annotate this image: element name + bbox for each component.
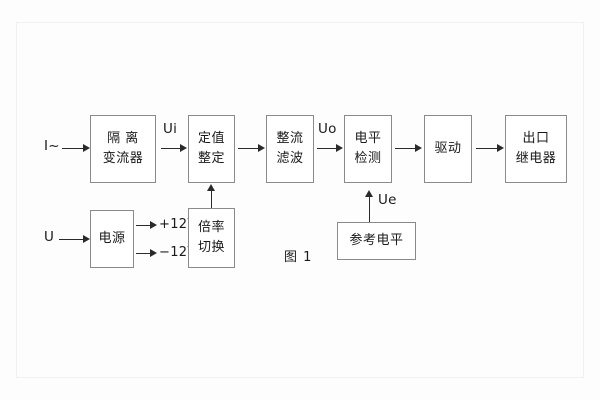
- block-level-detection: 电平 检测: [344, 115, 392, 183]
- block-isolation-transformer: 隔 离 变流器: [90, 115, 156, 183]
- signal-label-uo: Uo: [318, 121, 337, 137]
- signal-label-ue: Ue: [378, 192, 397, 208]
- block-setting-line1: 定值: [197, 130, 225, 146]
- arrowhead-driver-to-relay: [497, 143, 504, 152]
- arrowhead-setting-to-rectifier: [258, 143, 265, 152]
- input-label-current: I~: [44, 138, 60, 154]
- block-output-relay-line1: 出口: [522, 130, 550, 146]
- block-reference-level: 参考电平: [337, 222, 416, 260]
- connector-voltage-input-line: [59, 239, 83, 240]
- block-driver: 驱动: [424, 115, 472, 183]
- block-multiplier-switch: 倍率 切换: [188, 208, 235, 268]
- rail-label-positive: +12V: [159, 217, 197, 232]
- block-setting-line2: 整定: [197, 151, 225, 166]
- arrowhead-uo: [336, 143, 343, 152]
- connector-driver-to-relay: [476, 148, 497, 149]
- block-multiplier-line1: 倍率: [197, 219, 225, 235]
- arrowhead-ui: [180, 143, 187, 152]
- connector-rail-positive-line: [136, 225, 150, 226]
- block-isolation-line2: 变流器: [102, 151, 144, 166]
- block-rectifier-line2: 滤波: [276, 151, 304, 166]
- block-output-relay: 出口 继电器: [505, 115, 567, 183]
- input-label-voltage: U: [44, 229, 55, 245]
- arrowhead-reference-to-level: [364, 190, 373, 197]
- block-power-supply: 电源: [90, 210, 134, 268]
- connector-level-to-driver: [395, 148, 415, 149]
- arrowhead-rail-positive: [150, 220, 157, 229]
- rail-label-negative: −12V: [159, 245, 197, 260]
- arrowhead-rail-negative: [150, 248, 157, 257]
- block-level-detect-line1: 电平: [354, 130, 382, 146]
- block-power-supply-line1: 电源: [98, 230, 126, 246]
- connector-setting-to-rectifier: [238, 148, 258, 149]
- block-rectifier-line1: 整流: [276, 130, 304, 146]
- block-level-detect-line2: 检测: [354, 151, 382, 166]
- figure-outer-frame: [16, 22, 584, 378]
- block-driver-line1: 驱动: [434, 140, 462, 156]
- arrowhead-multiplier-to-setting: [206, 184, 215, 191]
- connector-ui-line: [161, 148, 180, 149]
- figure-caption: 图 1: [284, 250, 313, 265]
- connector-reference-to-level: [369, 196, 370, 222]
- connector-current-input-line: [62, 148, 83, 149]
- block-setting-adjustment: 定值 整定: [188, 115, 235, 183]
- block-output-relay-line2: 继电器: [515, 151, 557, 166]
- connector-rail-negative-line: [136, 253, 150, 254]
- block-isolation-line1: 隔 离: [107, 130, 139, 146]
- block-reference-line1: 参考电平: [349, 232, 404, 248]
- connector-uo-line: [317, 148, 336, 149]
- arrowhead-voltage-input: [83, 234, 90, 243]
- signal-label-ui: Ui: [163, 121, 178, 137]
- arrowhead-level-to-driver: [415, 143, 422, 152]
- block-multiplier-line2: 切换: [197, 240, 225, 255]
- connector-multiplier-to-setting: [211, 190, 212, 208]
- block-rectifier-filter: 整流 滤波: [266, 115, 314, 183]
- arrowhead-current-input: [83, 143, 90, 152]
